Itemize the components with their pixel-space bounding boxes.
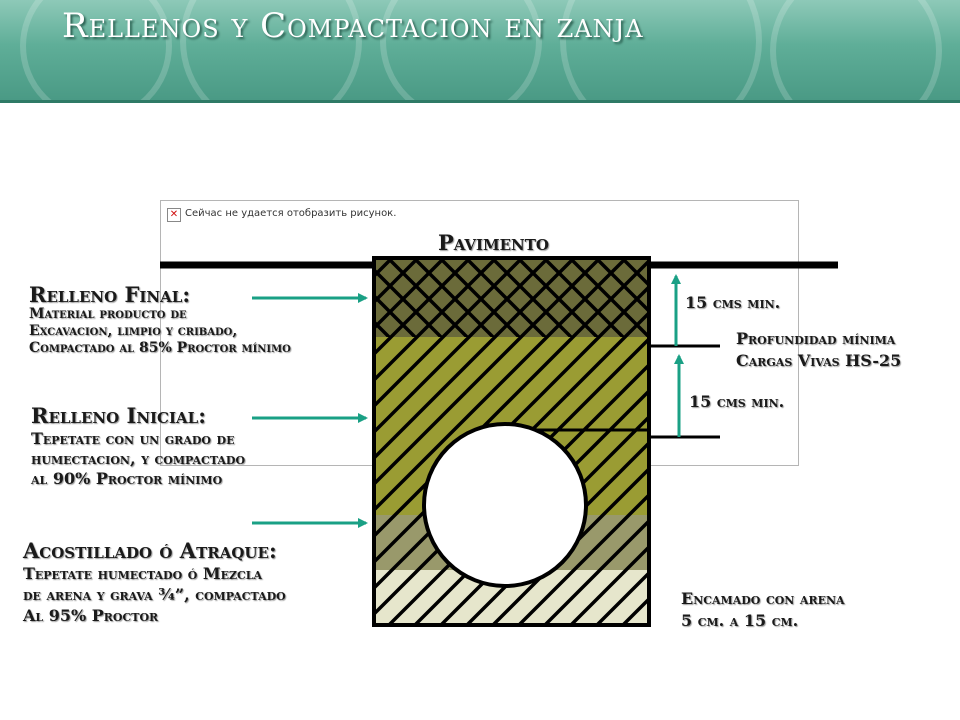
label-relleno-inicial-line2: humectacion, y compactado — [31, 449, 246, 468]
label-acostillado-line3: Al 95% Proctor — [23, 606, 159, 625]
header-divider — [0, 100, 960, 103]
label-profundidad-line1: Profundidad mínima — [736, 329, 896, 348]
label-encamado-line2: 5 cm. a 15 cm. — [681, 611, 799, 630]
label-pavimento: Pavimento — [438, 230, 549, 255]
label-dim-bottom: 15 cms min. — [689, 392, 785, 411]
label-encamado-line1: Encamado con arena — [681, 589, 845, 608]
label-relleno-final-line2: Excavacion, limpio y cribado, — [29, 323, 238, 339]
broken-image-text: Сейчас не удается отобразить рисунок. — [185, 208, 397, 219]
label-relleno-final-title: Relleno Final: — [29, 282, 191, 307]
trench-outline — [372, 256, 651, 627]
broken-image-icon: ✕ — [167, 208, 181, 222]
pipe-decoration — [20, 0, 172, 100]
label-relleno-final-line1: Material producto de — [29, 306, 187, 322]
label-relleno-final-line3: Compactado al 85% Proctor mínimo — [29, 340, 291, 356]
pipe-decoration — [560, 0, 762, 100]
pipe-decoration — [380, 0, 542, 100]
label-acostillado-title: Acostillado ó Atraque: — [23, 538, 277, 563]
label-relleno-inicial-line3: al 90% Proctor mínimo — [31, 469, 223, 488]
pipe-decoration — [180, 0, 362, 100]
header-banner: Rellenos y Compactacion en zanja — [0, 0, 960, 100]
label-acostillado-line2: de arena y grava ¾”, compactado — [23, 585, 286, 604]
label-relleno-inicial-line1: Tepetate con un grado de — [31, 429, 235, 448]
label-relleno-inicial-title: Relleno Inicial: — [31, 403, 206, 428]
label-dim-top: 15 cms min. — [685, 293, 781, 312]
pipe-circle — [422, 422, 588, 588]
label-profundidad-line2: Cargas Vivas HS-25 — [736, 351, 902, 370]
slide-title: Rellenos y Compactacion en zanja — [62, 6, 644, 46]
layer-relleno-final-hatch — [374, 258, 649, 337]
label-acostillado-line1: Tepetate humectado ó Mezcla — [23, 564, 263, 583]
pipe-decoration — [770, 0, 942, 100]
